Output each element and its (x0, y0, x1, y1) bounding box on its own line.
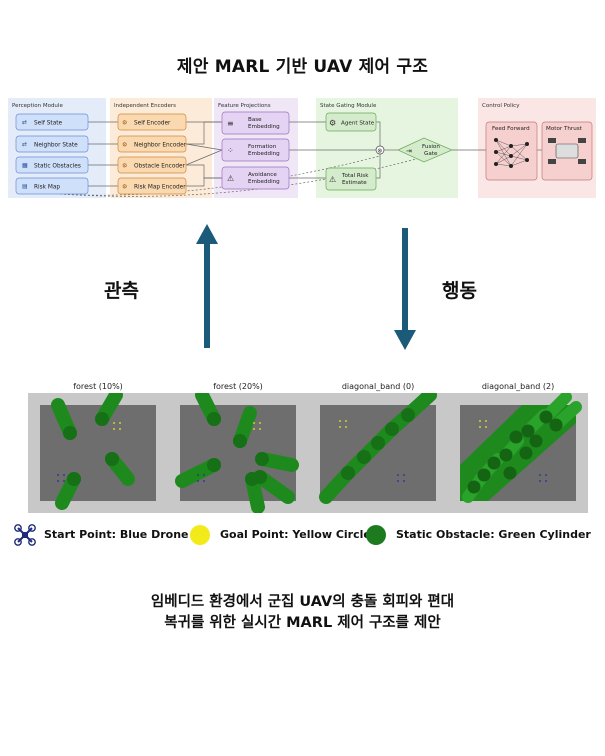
svg-text:⚙: ⚙ (122, 184, 127, 191)
legend: Start Point: Blue Drone Goal Point: Yell… (14, 522, 594, 548)
neural-net-icon (495, 139, 528, 167)
perception-item-obstacles: Static Obstacles (34, 164, 81, 170)
projections-title: Feature Projections (218, 103, 271, 109)
svg-text:⚙: ⚙ (122, 120, 127, 127)
control-title: Control Policy (482, 103, 520, 109)
svg-text:⚙: ⚙ (122, 163, 127, 170)
caption-line1: 임베디드 환경에서 군집 UAV의 충돌 회피와 편대 (150, 594, 455, 610)
goal-points (113, 422, 121, 430)
encoder-item-self: Self Encoder (134, 121, 171, 127)
warning-icon: ⚠ (329, 175, 336, 184)
panel-title-diagonal-0: diagonal_band (0) (341, 382, 415, 391)
svg-text:⊗: ⊗ (377, 148, 382, 155)
act-arrow-icon (394, 228, 416, 350)
perception-items: ⇄ Self State ⇄ Neighbor State ▦ Static O… (15, 113, 89, 195)
svg-text:▦: ▦ (22, 162, 28, 169)
svg-text:⇄: ⇄ (22, 141, 27, 148)
panel-title-forest-20: forest (20%) (213, 382, 263, 391)
gating-risk-line1: Total Risk (341, 173, 369, 179)
caption-line2: 복귀를 위한 실시간 MARL 제어 구조를 제안 (164, 615, 441, 631)
act-label: 행동 (442, 280, 477, 302)
gating-risk-line2: Estimate (342, 180, 367, 186)
svg-text:⇄: ⇄ (22, 119, 27, 126)
svg-text:⁘: ⁘ (227, 146, 234, 155)
projection-formation-line2: Embedding (248, 151, 280, 157)
encoder-items: ⚙ Self Encoder ⚙ Neighbor Encoder ⚙ Obst… (117, 113, 187, 195)
panel-title-diagonal-2: diagonal_band (2) (481, 382, 555, 391)
fusion-gate (397, 137, 453, 163)
motor-icon (548, 138, 586, 164)
perception-item-neighbor: Neighbor State (34, 143, 78, 149)
projection-base-line2: Embedding (248, 124, 280, 130)
control-motor: Motor Thrust (546, 126, 583, 132)
caption: 임베디드 환경에서 군집 UAV의 충돌 회피와 편대 복귀를 위한 실시간 M… (0, 592, 605, 634)
start-drones (57, 474, 65, 482)
perception-item-self: Self State (34, 121, 63, 127)
encoders-title: Independent Encoders (114, 103, 176, 109)
observe-label: 관측 (104, 280, 139, 302)
svg-text:≡: ≡ (227, 119, 234, 128)
env-panel-forest-20 (168, 393, 308, 513)
svg-text:▤: ▤ (22, 183, 28, 190)
goal-circle-icon (190, 525, 210, 545)
gating-title: State Gating Module (320, 103, 377, 109)
encoder-item-obstacle: Obstacle Encoder (134, 164, 186, 170)
svg-text:⚙: ⚙ (122, 142, 127, 149)
legend-start: Start Point: Blue Drone (44, 528, 189, 541)
fusion-line1: Fusion (422, 144, 440, 150)
encoder-item-neighbor: Neighbor Encoder (134, 143, 187, 149)
perception-title: Perception Module (12, 103, 63, 109)
fusion-line2: Gate (424, 151, 438, 157)
gear-icon: ⚙ (329, 119, 336, 128)
obstacle-circle-icon (366, 525, 386, 545)
projection-items: ≡ Base Embedding ⁘ Formation Embedding ⚠… (221, 111, 290, 190)
perception-item-riskmap: Risk Map (34, 185, 60, 191)
connection-lines (59, 121, 542, 197)
drone-icon (14, 524, 36, 546)
gating-items: ⚙ Agent State ⚠ Total Risk Estimate ⊗ ⇥ … (325, 112, 453, 191)
projection-formation-line1: Formation (248, 144, 277, 150)
env-panel-forest-10 (28, 393, 168, 513)
env-panel-diagonal-2 (448, 393, 588, 513)
projection-base-line1: Base (248, 117, 262, 123)
obstacle-cylinders (51, 393, 135, 510)
panel-title-forest-10: forest (10%) (73, 382, 123, 391)
multiply-node (375, 145, 385, 155)
legend-goal: Goal Point: Yellow Circle (220, 528, 371, 541)
page-title: 제안 MARL 기반 UAV 제어 구조 (176, 57, 429, 77)
gating-agent-state: Agent State (341, 121, 375, 127)
control-feedforward: Feed Forward (492, 126, 530, 132)
projection-avoidance-line1: Avoidance (248, 172, 277, 178)
encoder-item-riskmap: Risk Map Encoder (134, 185, 186, 191)
svg-text:⚠: ⚠ (227, 174, 234, 183)
legend-obstacle: Static Obstacle: Green Cylinder (396, 528, 591, 541)
svg-text:⇥: ⇥ (406, 147, 412, 155)
env-panel-diagonal-0 (308, 393, 448, 513)
observe-arrow-icon (196, 224, 218, 348)
architecture-diagram: Perception Module Independent Encoders F… (8, 98, 596, 198)
control-items: Feed Forward Motor Thrust (485, 121, 593, 181)
projection-avoidance-line2: Embedding (248, 179, 280, 185)
